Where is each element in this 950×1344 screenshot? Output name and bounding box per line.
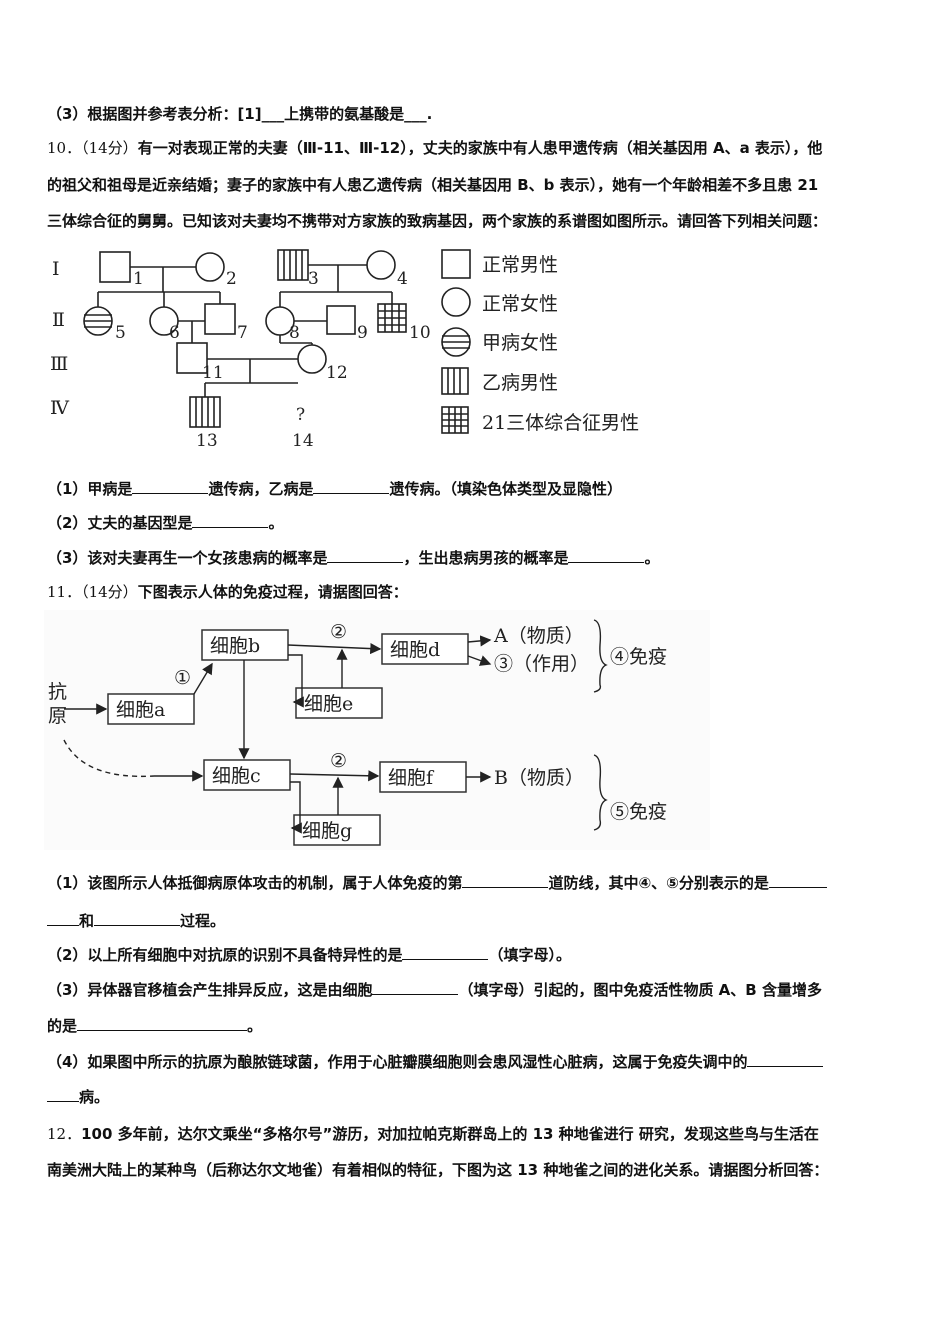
q11-stem: 11．（14分）下图表示人体的免疫过程，请据图回答： xyxy=(47,583,408,601)
cell-c-label: 细胞c xyxy=(212,765,261,787)
ind-number: 14 xyxy=(292,431,314,451)
ind-number: 9 xyxy=(357,323,368,343)
cell-f-label: 细胞f xyxy=(388,767,435,789)
ind-number: 7 xyxy=(237,323,248,343)
ind-number: 6 xyxy=(169,323,180,343)
ind-number: 2 xyxy=(226,269,237,289)
cell-b-box xyxy=(201,629,289,661)
output-a-label: A（物质） xyxy=(493,625,584,647)
step2-label: ② xyxy=(330,621,347,643)
pedigree-ind-9 xyxy=(326,305,356,335)
pedigree-ind-3 xyxy=(277,249,309,281)
answer-blank[interactable] xyxy=(327,547,404,563)
q10-stem-line1: 10．（14分）有一对表现正常的夫妻（Ⅲ-11、Ⅲ-12），丈夫的家族中有人患甲… xyxy=(47,139,823,157)
answer-blank[interactable] xyxy=(462,872,549,888)
legend-label: 甲病女性 xyxy=(482,332,558,354)
pedigree-ind-11 xyxy=(176,342,208,374)
question-number: 10．（14分） xyxy=(47,139,138,157)
q11-sub4: （4）如果图中所示的抗原为酿脓链球菌，作用于心脏瓣膜细胞则会患风湿性心脏病，这属… xyxy=(47,1051,824,1072)
legend-normal-female-icon xyxy=(441,287,471,317)
q11-sub3-cont: 的是。 xyxy=(47,1015,263,1035)
q11-sub1: （1）该图所示人体抵御病原体攻击的机制，属于人体免疫的第道防线，其中④、⑤分别表… xyxy=(47,872,827,893)
gen-label-2: Ⅱ xyxy=(52,309,65,331)
pedigree-ind-2 xyxy=(195,252,225,282)
cell-d-label: 细胞d xyxy=(390,639,440,661)
ind-number: 10 xyxy=(409,323,431,343)
unknown-mark: ? xyxy=(296,405,305,425)
pedigree-diagram: Ⅰ Ⅱ Ⅲ Ⅳ 1 2 3 4 5 6 7 8 9 10 11 12 13 14… xyxy=(50,249,639,451)
answer-blank[interactable] xyxy=(372,979,459,995)
legend-normal-male-icon xyxy=(441,249,471,279)
q10-stem-line3: 三体综合征的舅舅。已知该对夫妻均不携带对方家族的致病基因，两个家族的系谱图如图所… xyxy=(47,212,828,230)
answer-blank[interactable] xyxy=(94,910,181,926)
q10-stem-line2: 的祖父和祖母是近亲结婚；妻子的家族中有人患乙遗传病（相关基因用 B、b 表示），… xyxy=(47,176,819,194)
q11-sub3: （3）异体器官移植会产生排异反应，这是由细胞（填字母）引起的，图中免疫活性物质 … xyxy=(47,979,822,999)
cell-c-box xyxy=(203,759,291,791)
answer-blank[interactable] xyxy=(747,1051,824,1067)
legend-label: 正常女性 xyxy=(482,293,558,315)
legend-label: 21三体综合征男性 xyxy=(482,412,639,434)
answer-blank[interactable] xyxy=(47,910,79,926)
ind-number: 11 xyxy=(202,363,224,383)
question-number: 12． xyxy=(47,1125,82,1143)
pedigree-ind-12 xyxy=(297,344,327,374)
answer-blank[interactable] xyxy=(768,872,827,888)
pedigree-ind-4 xyxy=(366,250,396,280)
legend-label: 乙病男性 xyxy=(482,372,558,394)
q12-stem-line2: 南美洲大陆上的某种鸟（后称达尔文地雀）有着相似的特征，下图为这 13 种地雀之间… xyxy=(47,1161,829,1179)
gen-label-4: Ⅳ xyxy=(50,397,70,419)
immunity5-label: ⑤免疫 xyxy=(610,801,667,823)
ind-number: 12 xyxy=(326,363,348,383)
gen-label-3: Ⅲ xyxy=(50,353,68,375)
answer-blank[interactable] xyxy=(568,547,645,563)
cell-g-box xyxy=(293,814,381,846)
legend-disease-b-male-icon xyxy=(441,367,469,395)
cell-g-label: 细胞g xyxy=(302,820,352,842)
answer-blank[interactable] xyxy=(402,944,489,960)
answer-blank[interactable] xyxy=(47,1086,79,1102)
cell-a-label: 细胞a xyxy=(116,699,165,721)
gen-label-1: Ⅰ xyxy=(52,258,60,280)
ind-number: 1 xyxy=(133,269,144,289)
output-3-label: ③（作用） xyxy=(494,653,589,675)
pedigree-ind-1 xyxy=(99,251,131,283)
antigen-char-1: 抗 xyxy=(48,681,67,703)
ind-number: 4 xyxy=(397,269,408,289)
q10-sub3: （3）该对夫妻再生一个女孩患病的概率是，生出患病男孩的概率是。 xyxy=(47,547,660,567)
answer-blank[interactable] xyxy=(192,512,269,528)
q12-stem-line1: 12．100 多年前，达尔文乘坐“多格尔号”游历，对加拉帕克斯群岛上的 13 种… xyxy=(47,1125,819,1143)
step1-label: ① xyxy=(174,667,191,689)
legend-label: 正常男性 xyxy=(482,254,558,276)
step2-label-lower: ② xyxy=(330,750,347,772)
cell-e-label: 细胞e xyxy=(304,693,353,715)
q10-sub2: （2）丈夫的基因型是。 xyxy=(47,512,284,532)
immune-diagram: 抗 原 细胞b 细胞d 细胞e 细胞a 细胞c 细胞f 细胞g ① ② ② A（… xyxy=(44,610,710,850)
ind-number: 8 xyxy=(289,323,300,343)
q10-sub1: （1）甲病是遗传病，乙病是遗传病。（填染色体类型及显隐性） xyxy=(47,478,622,498)
ind-number: 13 xyxy=(196,431,218,451)
pedigree-ind-7 xyxy=(204,303,236,335)
ind-number: 5 xyxy=(115,323,126,343)
q9-sub3: （3）根据图并参考表分析：[1]___上携带的氨基酸是___. xyxy=(47,105,433,123)
q11-sub1-cont: 和过程。 xyxy=(47,910,225,931)
answer-blank[interactable] xyxy=(313,478,390,494)
output-b-label: B（物质） xyxy=(494,767,584,789)
ind-number: 3 xyxy=(308,269,319,289)
q11-sub4-cont: 病。 xyxy=(47,1086,109,1107)
answer-blank[interactable] xyxy=(132,478,209,494)
q11-sub2: （2）以上所有细胞中对抗原的识别不具备特异性的是（填字母）。 xyxy=(47,944,571,964)
cell-b-label: 细胞b xyxy=(210,635,260,657)
pedigree-ind-13 xyxy=(189,396,221,428)
question-number: 11．（14分） xyxy=(47,583,138,601)
cell-a-box xyxy=(107,693,195,725)
immunity4-label: ④免疫 xyxy=(610,646,667,668)
answer-blank[interactable] xyxy=(77,1015,248,1031)
antigen-char-2: 原 xyxy=(48,705,67,727)
cell-d-box xyxy=(381,633,469,665)
